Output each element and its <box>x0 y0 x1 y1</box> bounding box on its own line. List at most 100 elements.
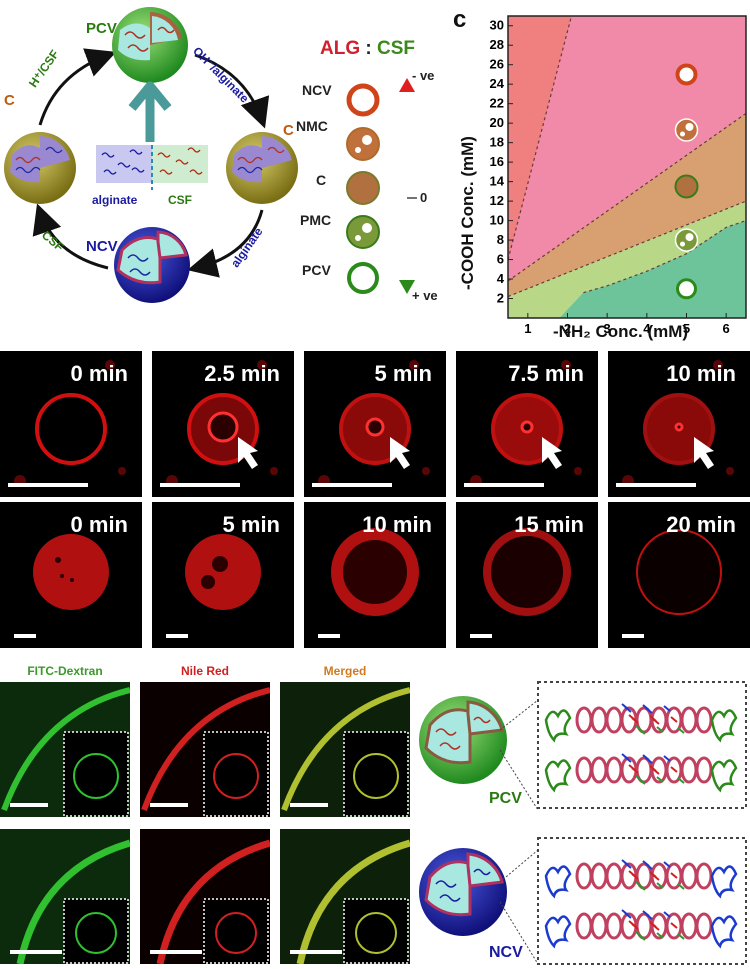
y-tick-label: 12 <box>490 193 504 208</box>
y-tick-label: 6 <box>497 252 504 267</box>
timelapse-panel: 0 min <box>0 502 142 648</box>
background-droplet <box>422 467 430 475</box>
y-tick-label: 26 <box>490 57 504 72</box>
legend-symbols <box>346 78 417 294</box>
end-cap <box>544 759 572 793</box>
inner-droplet <box>60 574 64 578</box>
caption-merged: Merged <box>323 664 367 678</box>
timelapse-panel: 5 min <box>304 351 446 497</box>
membrane-arc <box>296 839 410 964</box>
timelapse-panel: 10 min <box>608 351 750 497</box>
mesh-strand <box>624 912 632 919</box>
pcv-sphere <box>112 7 188 83</box>
end-cap <box>710 915 738 949</box>
mesh-strand <box>677 727 685 734</box>
caption-nile-red: Nile Red <box>180 664 229 678</box>
legend-csf: CSF <box>377 38 415 59</box>
scale-bar <box>622 634 644 638</box>
legend-title: ALG : CSF <box>320 38 415 59</box>
timelapse-panel: 5 min <box>152 502 294 648</box>
timelapse-panel: 7.5 min <box>456 351 598 497</box>
fluorescence-panel-merged <box>280 682 410 817</box>
end-cap <box>544 865 572 899</box>
fluorescence-panel-fitc <box>0 829 130 964</box>
inset-vesicle <box>213 753 259 799</box>
legend-scale-bot: + ve <box>412 288 438 303</box>
timelapse-panel: 2.5 min <box>152 351 294 497</box>
inset-vesicle <box>75 912 117 954</box>
background-droplet <box>270 467 278 475</box>
x-tick-label: 6 <box>723 321 730 336</box>
end-cap <box>710 759 738 793</box>
ncv-bilayer-box <box>537 837 747 965</box>
mesh-strand <box>677 933 685 940</box>
mesh-strand <box>670 766 678 773</box>
background-droplet <box>713 360 723 370</box>
legend-pcv-icon <box>347 262 379 294</box>
mesh-strand <box>652 874 660 881</box>
mesh-strand <box>631 767 639 774</box>
mesh-strand <box>656 726 664 733</box>
end-cap <box>710 865 738 899</box>
scale-bar <box>166 634 188 638</box>
phase-point-c <box>674 174 699 199</box>
c-sphere-left <box>4 132 76 204</box>
time-label: 5 min <box>374 361 432 386</box>
scale-bar <box>10 950 62 954</box>
scale-bar <box>290 803 328 807</box>
inset-label-csf: CSF <box>168 193 192 207</box>
pointer-arrow-icon <box>542 437 562 469</box>
mesh-strand <box>677 883 685 890</box>
background-droplet <box>726 467 734 475</box>
y-tick-label: 10 <box>490 213 504 228</box>
background-droplet <box>574 467 582 475</box>
inset-vesicle <box>353 753 399 799</box>
phase-xlabel: -NH₂ Conc. (mM) <box>553 322 689 341</box>
time-label: 2.5 min <box>204 361 280 386</box>
phase-point-nmc <box>674 118 699 142</box>
phase-frame <box>507 15 747 319</box>
end-cap <box>710 709 738 743</box>
legend-item-pmc: PMC <box>300 212 332 228</box>
background-droplet <box>257 360 267 370</box>
background-droplet <box>561 360 571 370</box>
legend-scale-top: - ve <box>412 68 435 83</box>
phase-point-hole <box>685 233 694 242</box>
mesh-strand <box>624 756 632 763</box>
legend-ncv-icon <box>346 83 380 117</box>
time-label: 10 min <box>666 361 736 386</box>
schematic-label-ncv: NCV <box>489 944 523 961</box>
mesh-strand <box>638 934 646 941</box>
membrane-arc <box>141 687 270 812</box>
inner-compartment <box>674 422 684 432</box>
scale-bar <box>318 634 340 638</box>
mesh-strand <box>663 861 671 868</box>
cycle-label-ncv: NCV <box>86 238 118 255</box>
x-tick-label: 3 <box>604 321 611 336</box>
mesh-strand <box>670 872 678 879</box>
mesh-strand <box>656 932 664 939</box>
ncv-sphere <box>114 227 190 303</box>
scale-bar <box>10 803 48 807</box>
mesh-strand <box>638 884 646 891</box>
y-tick-label: 20 <box>490 115 504 130</box>
legend-nmc-icon <box>346 127 380 161</box>
time-label: 15 min <box>514 512 584 537</box>
timelapse-panel: 0 min <box>0 351 142 497</box>
x-tick-label: 2 <box>564 321 571 336</box>
phase-point-ncv <box>675 63 698 86</box>
phase-boundary-1 <box>507 112 747 282</box>
cycle-label-c-right: C <box>283 122 294 139</box>
mesh-strand <box>656 882 664 889</box>
cycle-label-pcv: PCV <box>86 20 117 37</box>
mesh-strand <box>663 755 671 762</box>
background-droplet <box>118 467 126 475</box>
x-tick-label: 5 <box>683 321 690 336</box>
y-tick-label: 22 <box>490 96 504 111</box>
legend-scale-mid: 0 <box>420 190 428 205</box>
mesh-strand <box>631 717 639 724</box>
cycle-label-c-left: C <box>4 92 15 109</box>
time-label: 0 min <box>70 361 128 386</box>
time-label: 10 min <box>362 512 432 537</box>
